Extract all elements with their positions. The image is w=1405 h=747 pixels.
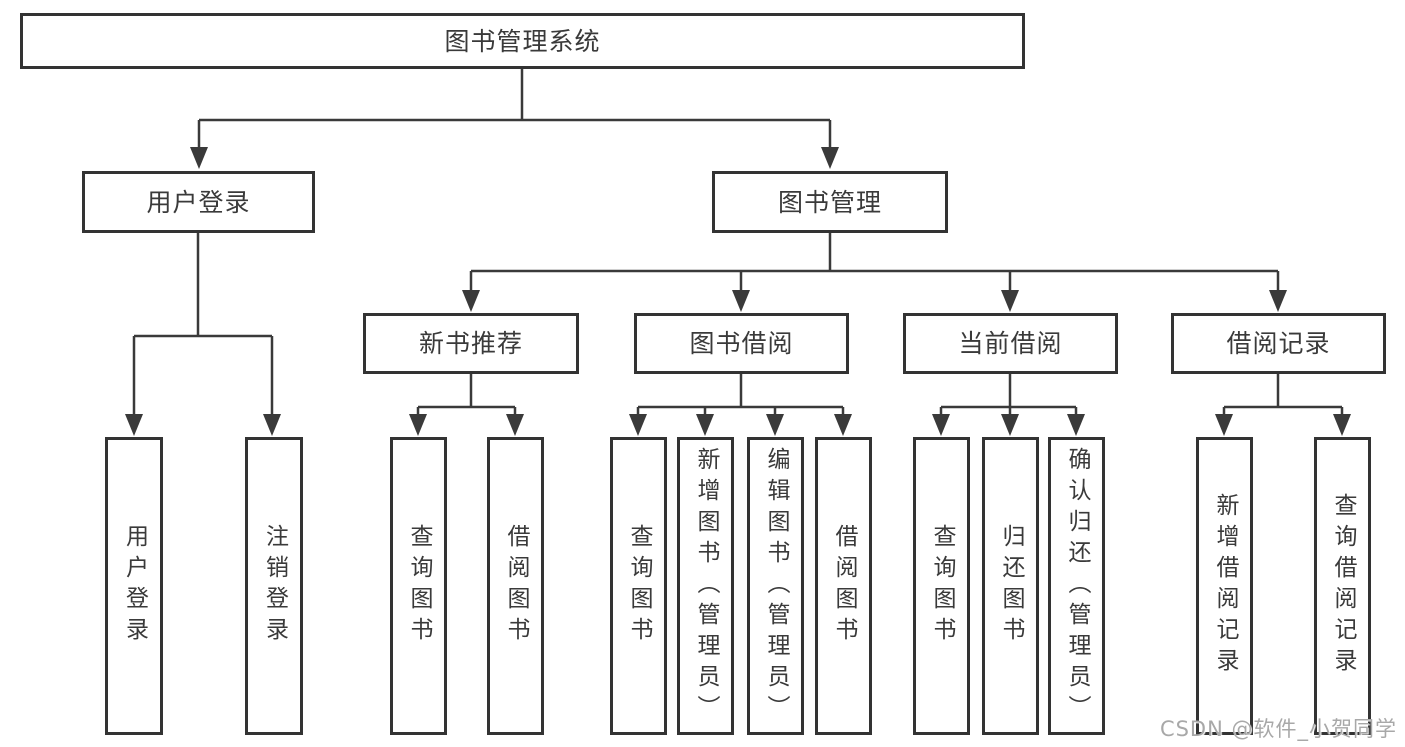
arrowhead-icon (766, 414, 784, 436)
node-book-management: 图书管理 (712, 171, 948, 233)
arrowhead-icon (732, 290, 750, 312)
leaf-newbooks-borrow-books: 借阅图书 (487, 437, 544, 735)
leaf-borrow-query-books: 查询图书 (610, 437, 667, 735)
node-library-management-system: 图书管理系统 (20, 13, 1025, 69)
node-label: 图书管理系统 (444, 26, 601, 56)
arrowhead-icon (696, 414, 714, 436)
arrowhead-icon (409, 414, 427, 436)
leaf-label: 确认归还（管理员） (1064, 446, 1090, 726)
connector-book-borrow-to-leaves (636, 374, 845, 418)
node-borrow-records: 借阅记录 (1171, 313, 1386, 374)
arrowhead-icon (1001, 290, 1019, 312)
arrowhead-icon (1001, 414, 1019, 436)
node-label: 当前借阅 (958, 329, 1063, 358)
leaf-current-return-books: 归还图书 (982, 437, 1039, 735)
watermark-csdn: CSDN @软件_小贺同学 (1159, 717, 1397, 741)
leaf-borrow-edit-book-admin: 编辑图书（管理员） (747, 437, 804, 735)
leaf-label: 编辑图书（管理员） (763, 446, 789, 726)
node-label: 图书借阅 (689, 329, 794, 358)
arrowhead-icon (932, 414, 950, 436)
connector-book-mgmt-to-level3 (469, 233, 1280, 295)
leaf-label: 查询图书 (626, 524, 652, 648)
leaf-current-confirm-return-admin: 确认归还（管理员） (1048, 437, 1105, 735)
node-label: 借阅记录 (1226, 329, 1331, 358)
leaf-label: 借阅图书 (831, 524, 857, 648)
arrowhead-icon (506, 414, 524, 436)
node-current-borrow: 当前借阅 (903, 313, 1118, 374)
leaf-label: 查询借阅记录 (1330, 493, 1356, 679)
leaf-label: 查询图书 (406, 524, 432, 648)
connector-new-books-to-leaves (416, 374, 517, 418)
leaf-current-query-books: 查询图书 (913, 437, 970, 735)
arrowhead-icon (1067, 414, 1085, 436)
node-label: 用户登录 (146, 187, 251, 217)
connector-lines (132, 69, 1344, 418)
connector-borrow-records-to-leaves (1222, 374, 1344, 418)
arrowhead-icon (1215, 414, 1233, 436)
arrowhead-icon (125, 414, 143, 436)
arrowhead-icon (1333, 414, 1351, 436)
leaf-records-add-borrow-record: 新增借阅记录 (1196, 437, 1253, 735)
arrowhead-icon (629, 414, 647, 436)
arrowhead-icon (821, 147, 839, 169)
leaf-records-query-borrow-record: 查询借阅记录 (1314, 437, 1371, 735)
node-new-book-recommend: 新书推荐 (363, 313, 579, 374)
leaf-label: 查询图书 (929, 524, 955, 648)
leaf-label: 借阅图书 (503, 524, 529, 648)
leaf-borrow-borrow-books: 借阅图书 (815, 437, 872, 735)
leaf-borrow-add-book-admin: 新增图书（管理员） (677, 437, 734, 735)
arrowheads (125, 147, 1351, 436)
arrowhead-icon (834, 414, 852, 436)
arrowhead-icon (1269, 290, 1287, 312)
leaf-label: 新增借阅记录 (1212, 493, 1238, 679)
node-book-borrow: 图书借阅 (634, 313, 849, 374)
leaf-label: 注销登录 (261, 524, 288, 648)
node-user-login: 用户登录 (82, 171, 315, 233)
leaf-user-login: 用户登录 (105, 437, 163, 735)
leaf-logout: 注销登录 (245, 437, 303, 735)
leaf-label: 归还图书 (998, 524, 1024, 648)
leaf-label: 用户登录 (121, 524, 148, 648)
arrowhead-icon (263, 414, 281, 436)
arrowhead-icon (462, 290, 480, 312)
arrowhead-icon (190, 147, 208, 169)
node-label: 图书管理 (777, 187, 882, 217)
connector-root-to-level2 (197, 69, 832, 150)
node-label: 新书推荐 (418, 329, 523, 358)
connector-user-login-to-leaves (132, 233, 274, 418)
leaf-newbooks-query-books: 查询图书 (390, 437, 447, 735)
connector-current-borrow-to-leaves (939, 374, 1078, 418)
leaf-label: 新增图书（管理员） (693, 446, 719, 726)
